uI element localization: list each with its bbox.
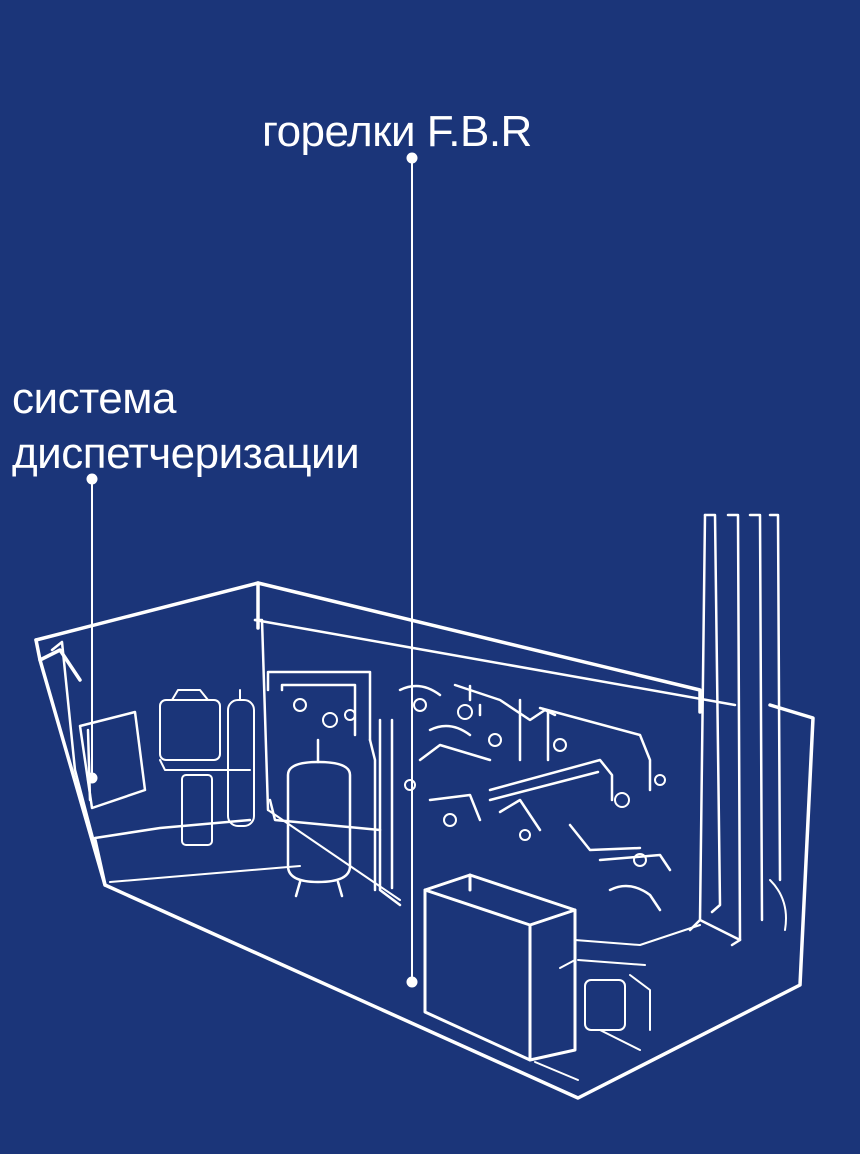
burners-callout-label: горелки F.B.R	[262, 107, 532, 156]
burners-leader-dot	[406, 152, 418, 164]
left-equipment	[159, 689, 255, 846]
boiler-body	[423, 873, 577, 1062]
callout-leaders	[86, 152, 418, 988]
dispatch-leader-end-dot	[86, 772, 98, 784]
dispatch-leader-dot	[86, 473, 98, 485]
burners-leader-end-dot	[406, 976, 418, 988]
floor-lines	[109, 809, 579, 1081]
dispatch-system-callout-label: система диспетчеризации	[12, 371, 360, 481]
dispatch-label-line-2: диспетчеризации	[12, 429, 360, 478]
dispatch-label-line-1: система	[12, 374, 176, 423]
pipes	[266, 670, 672, 912]
valves	[293, 698, 666, 867]
inner-wall	[50, 618, 737, 886]
right-equipment	[559, 879, 787, 1051]
